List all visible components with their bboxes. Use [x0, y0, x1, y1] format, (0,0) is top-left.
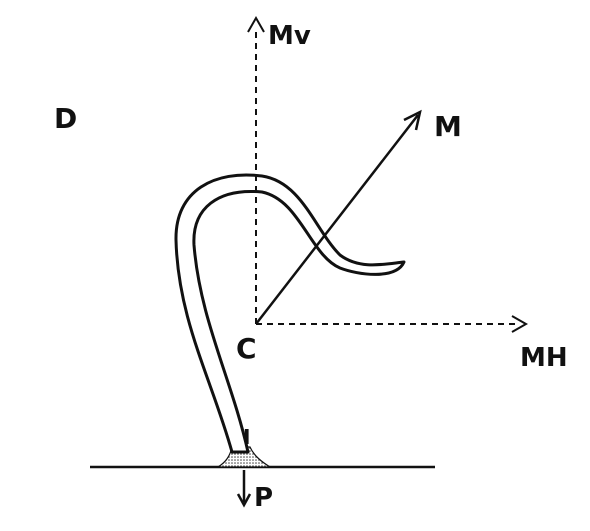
horizontal-arrowhead — [511, 315, 529, 333]
resultant-arrowhead — [403, 109, 422, 131]
insertion-point-label: I — [243, 425, 250, 449]
panel-label: D — [54, 102, 77, 135]
vertical-component-label: Mv — [268, 21, 311, 51]
downward-force-arrowhead — [236, 493, 252, 508]
horizontal-component-label: MH — [520, 343, 568, 373]
resultant-label: M — [434, 110, 462, 143]
leaf-stalk-outline — [174, 173, 406, 454]
downward-force-label: P — [254, 483, 273, 513]
center-label: C — [236, 332, 257, 365]
resultant-arrow — [255, 114, 419, 325]
vertical-arrowhead — [247, 15, 265, 33]
